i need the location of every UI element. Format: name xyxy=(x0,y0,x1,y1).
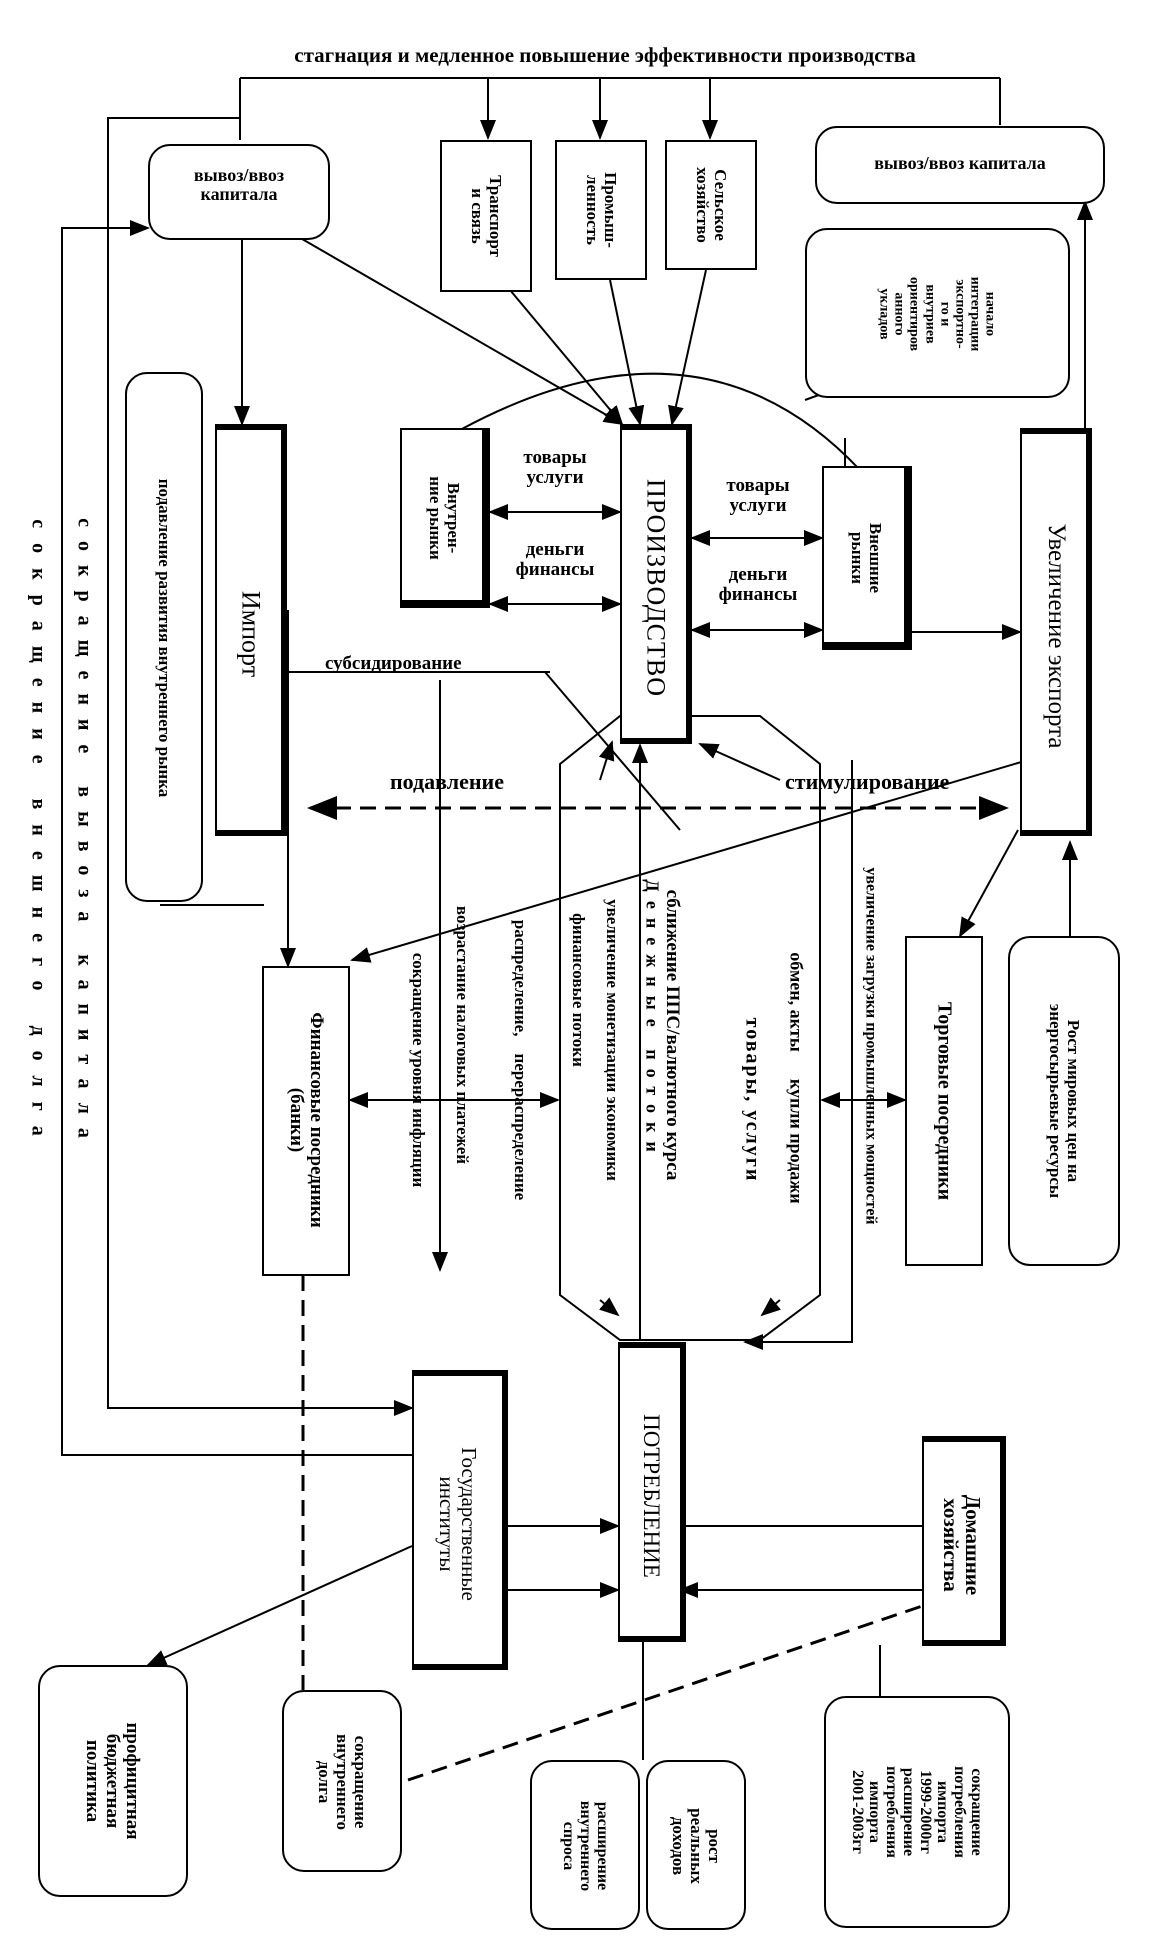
real-income-box: рост реальных доходов xyxy=(646,1760,746,1930)
production-box: ПРОИЗВОДСТВО xyxy=(620,424,692,744)
capital-flow-left-box: вывоз/ввоз капитала xyxy=(148,144,330,240)
subsidizing-label: субсидирование xyxy=(325,653,462,674)
domestic-demand-label: расширение внутреннего спроса xyxy=(560,1800,612,1892)
trade-intermediaries-box: Торговые посредники xyxy=(905,936,983,1266)
capacity-load-label: увеличение загрузки промышленных мощност… xyxy=(862,867,880,1225)
agriculture-label: Сельское хозяйство xyxy=(693,167,730,243)
agriculture-box: Сельское хозяйство xyxy=(665,140,757,270)
industry-box: Промыш- ленность xyxy=(555,140,647,280)
export-growth-box: Увеличение экспорта xyxy=(1020,428,1092,836)
distribution-label: распределение, перераспределение xyxy=(510,919,530,1201)
inflation-reduction-label: сокращение уровня инфляции xyxy=(408,952,428,1188)
tax-growth-label: возрастание налоговых платежей xyxy=(452,905,472,1165)
financial-flows-label: финансовые потоки xyxy=(568,913,588,1067)
transport-box: Транспорт и связь xyxy=(440,140,532,292)
state-institutions-label: Государственные институты xyxy=(435,1447,482,1601)
suppression-internal-box: подавление развития внутреннего рынка xyxy=(125,372,203,902)
financial-intermediaries-box: Финансовые посредники (банки) xyxy=(262,966,350,1276)
capital-flow-right-box: вывоз/ввоз капитала xyxy=(815,126,1105,204)
surplus-budget-label: профицитная бюджетная политика xyxy=(82,1722,143,1840)
export-growth-label: Увеличение экспорта xyxy=(1043,523,1071,749)
trade-intermediaries-label: Торговые посредники xyxy=(933,1001,956,1201)
capital-flow-left-label: вывоз/ввоз капитала xyxy=(193,165,285,204)
import-consumption-label: сокращение потребления импорта 1999-2000… xyxy=(849,1766,985,1858)
money-flows-label: Денежные потоки xyxy=(642,879,663,1161)
money-finance-in-label: деньги финансы xyxy=(515,539,595,580)
surplus-budget-box: профицитная бюджетная политика xyxy=(38,1665,188,1897)
world-prices-box: Рост мировых цен на энергосырьевые ресур… xyxy=(1008,936,1120,1266)
internal-markets-box: Внутрен- ние рынки xyxy=(400,428,490,608)
money-finance-out-label: деньги финансы xyxy=(718,564,798,605)
transport-label: Транспорт и связь xyxy=(468,175,505,257)
external-debt-reduction-label: сокращение внешнего долга xyxy=(27,519,50,1151)
consumption-label: ПОТРЕБЛЕНИЕ xyxy=(639,1414,665,1578)
consumption-box: ПОТРЕБЛЕНИЕ xyxy=(618,1342,686,1642)
import-consumption-box: сокращение потребления импорта 1999-2000… xyxy=(824,1696,1010,1928)
goods-services-flow-label: товары, услуги xyxy=(741,1017,764,1183)
stimulation-label: стимулирование xyxy=(785,769,950,794)
goods-services-in-label: товары услуги xyxy=(523,447,587,488)
internal-debt-label: сокращение внутреннего долга xyxy=(315,1734,370,1830)
capital-flow-right-label: вывоз/ввоз капитала xyxy=(874,153,1046,173)
state-institutions-box: Государственные институты xyxy=(412,1370,508,1670)
production-label: ПРОИЗВОДСТВО xyxy=(641,478,671,698)
external-markets-box: Внешние рынки xyxy=(822,466,912,650)
suppression-label: подавление xyxy=(390,769,504,794)
households-box: Домашние хозяйства xyxy=(922,1436,1006,1646)
integration-box: начало интеграции экспортно- го и внутри… xyxy=(805,228,1070,398)
financial-intermediaries-label: Финансовые посредники (банки) xyxy=(286,1012,327,1228)
monetization-label: увеличение монетизации экономики xyxy=(602,899,622,1181)
import-box: Импорт xyxy=(215,424,287,836)
households-label: Домашние хозяйства xyxy=(939,1494,986,1596)
internal-debt-box: сокращение внутреннего долга xyxy=(282,1690,402,1872)
top-caption: стагнация и медленное повышение эффектив… xyxy=(294,43,916,67)
internal-markets-label: Внутрен- ние рынки xyxy=(426,476,463,560)
external-markets-label: Внешние рынки xyxy=(848,522,885,594)
domestic-demand-box: расширение внутреннего спроса xyxy=(530,1760,640,1930)
exchange-acts-label: обмен, акты купли продажи xyxy=(786,952,807,1204)
real-income-label: рост реальных доходов xyxy=(669,1808,724,1884)
capital-export-reduction-label: сокращение вывоза капитала xyxy=(73,518,96,1152)
goods-services-out-label: товары услуги xyxy=(726,475,790,516)
import-label: Импорт xyxy=(236,590,266,678)
industry-label: Промыш- ленность xyxy=(583,172,620,248)
world-prices-label: Рост мировых цен на энергосырьевые ресур… xyxy=(1046,1003,1083,1199)
suppression-internal-label: подавление развития внутреннего рынка xyxy=(154,478,174,798)
ppp-rate-label: сближение ППС/валютного курса xyxy=(661,889,683,1181)
integration-label: начало интеграции экспортно- го и внутри… xyxy=(876,276,998,352)
